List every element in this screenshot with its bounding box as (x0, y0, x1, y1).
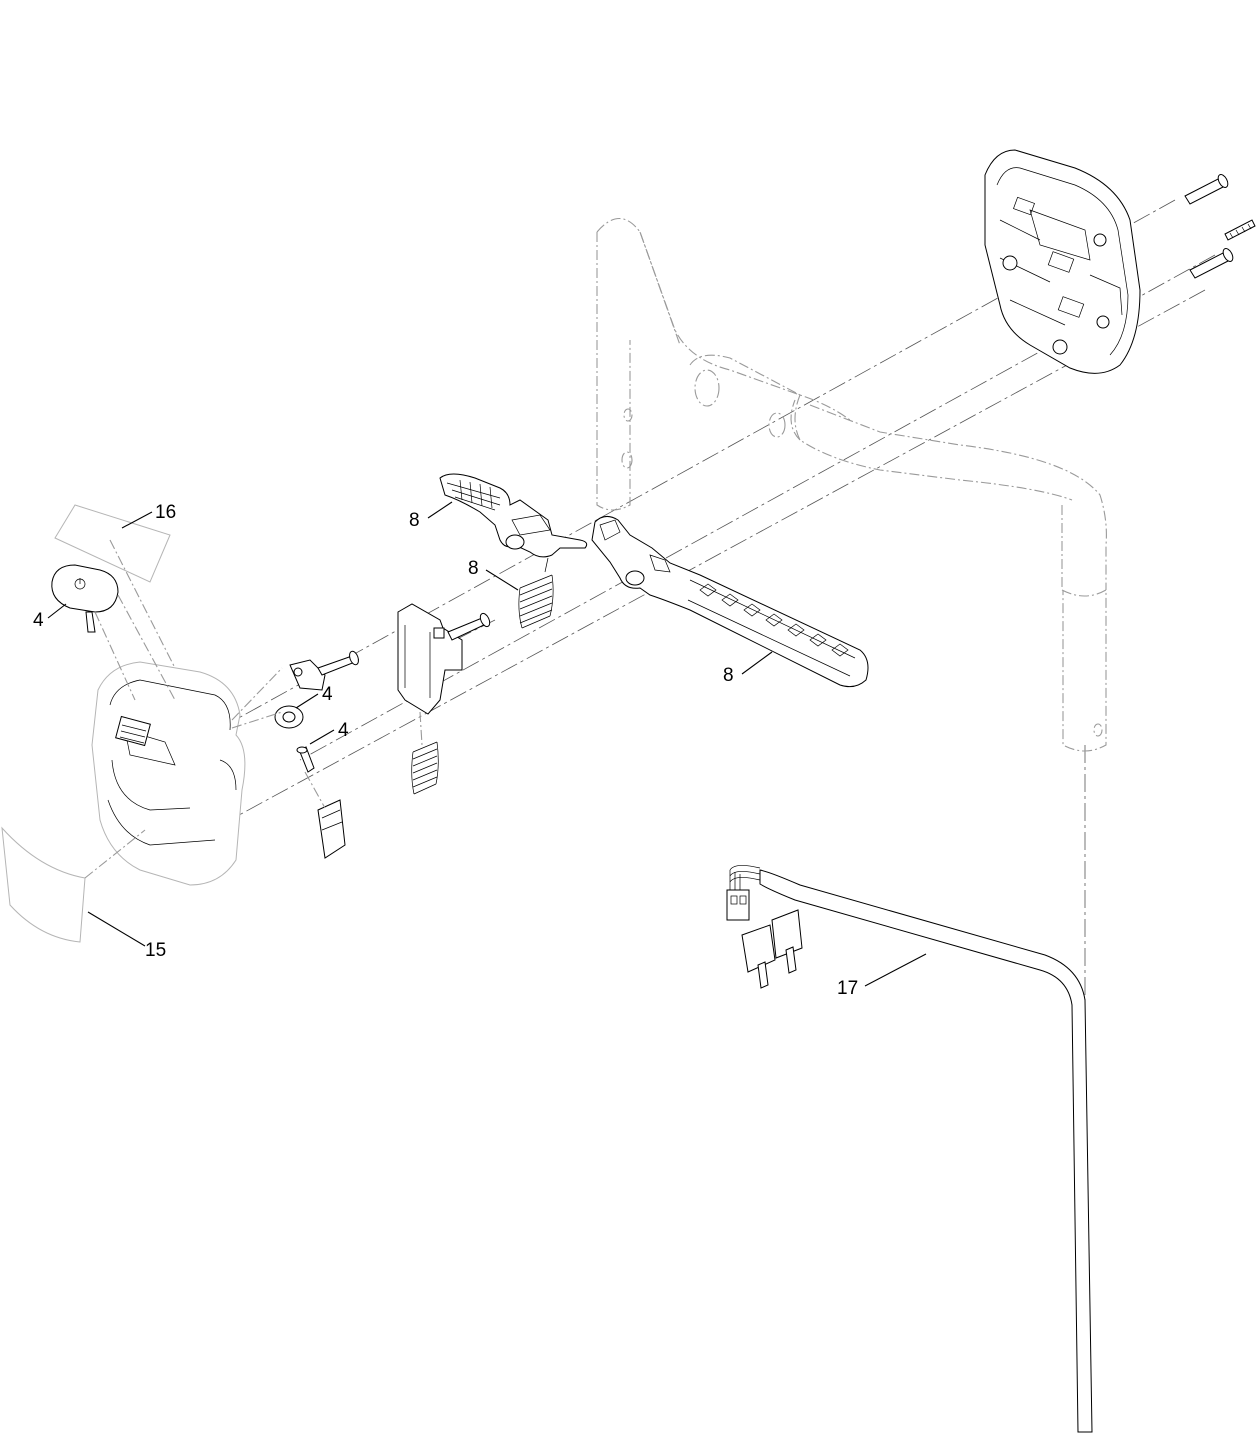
spring-upper (518, 557, 554, 629)
callout-8-spring: 8 (468, 558, 479, 579)
callout-16: 16 (155, 502, 176, 523)
housing-screws (1184, 174, 1256, 279)
callout-4-washer: 4 (322, 684, 333, 705)
bail-lever-lower (591, 516, 869, 688)
decal-16 (54, 504, 171, 583)
callout-15: 15 (145, 940, 166, 961)
callout-4-pin: 4 (338, 720, 349, 741)
bail-lever-upper (439, 473, 588, 558)
callout-8-upper-lever: 8 (409, 510, 420, 531)
switch-bracket (397, 603, 491, 795)
handlebar-phantom (596, 217, 1107, 752)
phantom-guides (84, 667, 423, 879)
callout-17: 17 (837, 978, 858, 999)
decal-15 (1, 826, 86, 943)
callout-labels: 16 4 8 8 8 4 4 15 17 (33, 502, 858, 999)
callout-4-knob: 4 (33, 610, 44, 631)
callout-leaders (47, 501, 927, 987)
start-knob (51, 539, 176, 701)
control-housing-front (91, 661, 246, 886)
wire-harness (726, 865, 1093, 1433)
small-hardware (274, 650, 359, 859)
callout-8-lower-lever: 8 (723, 665, 734, 686)
control-housing-rear (984, 149, 1141, 374)
